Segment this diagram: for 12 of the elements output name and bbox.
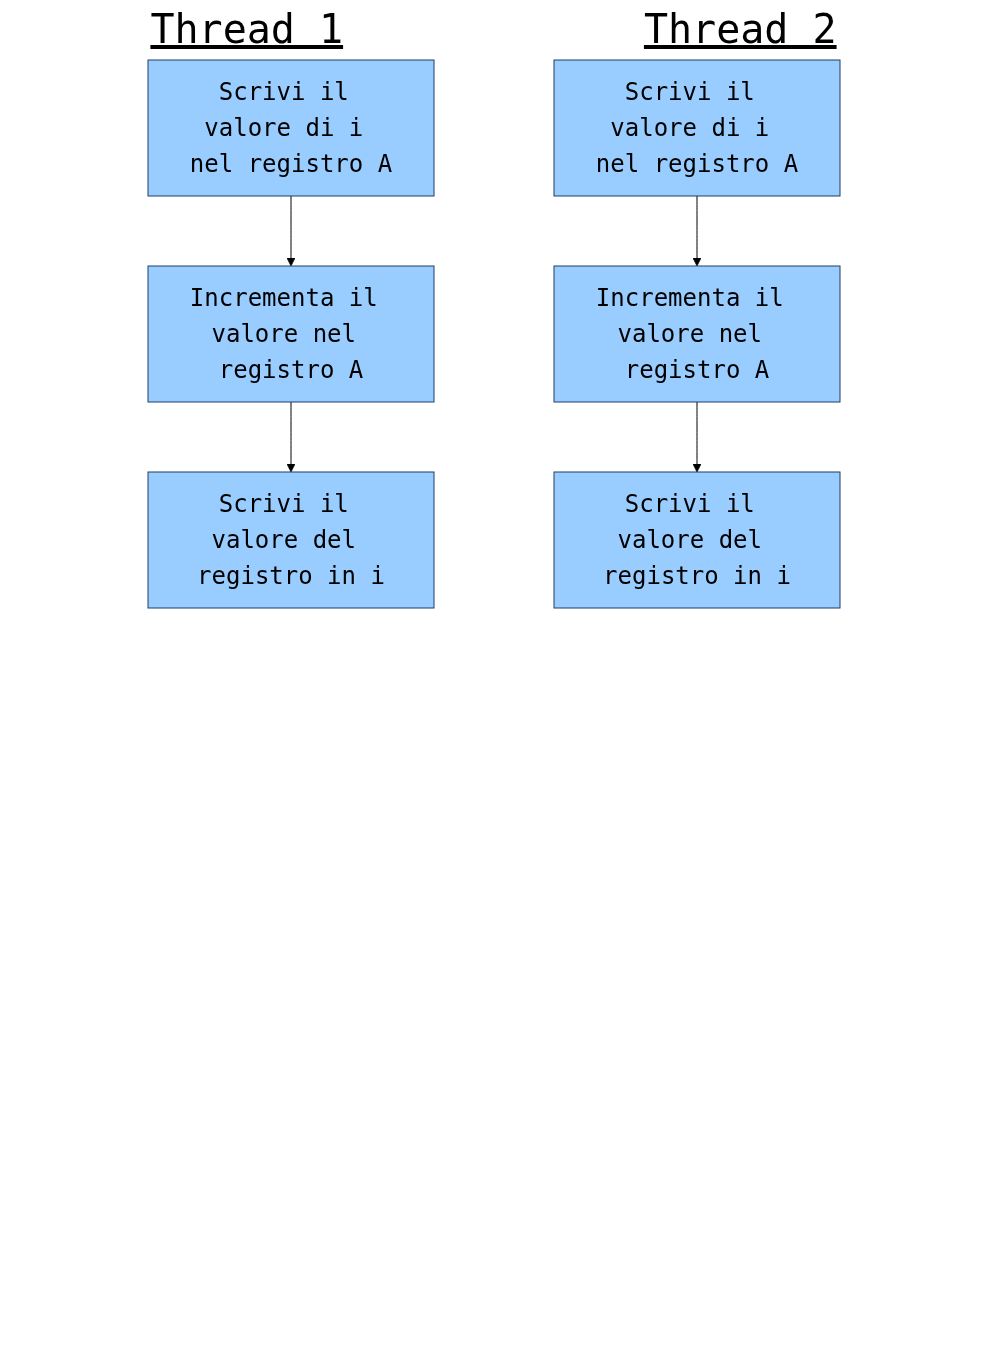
node-box: Incrementa il valore nel registro A: [553, 265, 840, 403]
arrow: [286, 195, 295, 267]
arrow: [692, 195, 701, 267]
column-heading: Thread 2: [643, 6, 837, 52]
arrow: [286, 401, 295, 473]
node-box: Scrivi il valore del registro in i: [147, 471, 434, 609]
column-heading: Thread 1: [150, 6, 344, 52]
node-box: Scrivi il valore di i nel registro A: [147, 59, 434, 197]
node-box: Scrivi il valore di i nel registro A: [553, 59, 840, 197]
node-box: Scrivi il valore del registro in i: [553, 471, 840, 609]
arrow: [692, 401, 701, 473]
node-box: Incrementa il valore nel registro A: [147, 265, 434, 403]
